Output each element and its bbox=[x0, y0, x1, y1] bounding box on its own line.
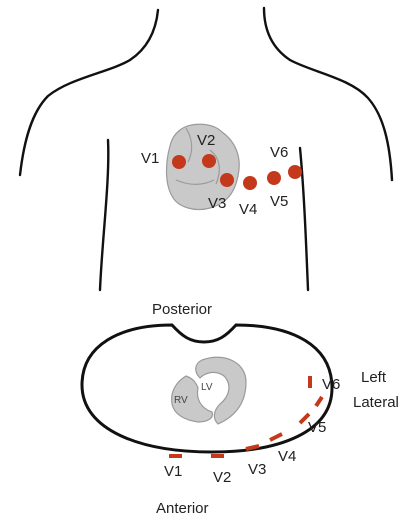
chest-label-v6: V6 bbox=[270, 144, 288, 161]
section-label-v2: V2 bbox=[213, 469, 231, 486]
chest-electrode-v3 bbox=[220, 173, 234, 187]
rv-label: RV bbox=[174, 395, 188, 406]
section-label-v5: V5 bbox=[308, 419, 326, 436]
section-electrode-v5b bbox=[316, 397, 322, 406]
left-lateral-label-line1: Left bbox=[361, 369, 387, 386]
chest-label-v3: V3 bbox=[208, 195, 226, 212]
chest-label-v1: V1 bbox=[141, 150, 159, 167]
cross-section: RV LV bbox=[82, 325, 332, 452]
lv-label: LV bbox=[201, 382, 213, 393]
chest-electrode-v2 bbox=[202, 154, 216, 168]
section-electrode-v4 bbox=[270, 434, 282, 440]
section-label-v6: V6 bbox=[322, 376, 340, 393]
posterior-label: Posterior bbox=[152, 301, 212, 318]
chest-label-v2: V2 bbox=[197, 132, 215, 149]
torso-arm-left bbox=[100, 140, 108, 290]
torso-neck-left bbox=[20, 10, 158, 175]
section-label-v4: V4 bbox=[278, 448, 296, 465]
section-label-v3: V3 bbox=[248, 461, 266, 478]
anterior-label: Anterior bbox=[156, 500, 209, 517]
chest-electrode-v1 bbox=[172, 155, 186, 169]
section-label-v1: V1 bbox=[164, 463, 182, 480]
chest-label-v5: V5 bbox=[270, 193, 288, 210]
chest-electrode-v5 bbox=[267, 171, 281, 185]
chest-electrode-v4 bbox=[243, 176, 257, 190]
left-lateral-label-line2: Lateral bbox=[353, 394, 399, 411]
chest-electrode-v6 bbox=[288, 165, 302, 179]
chest-label-v4: V4 bbox=[239, 201, 257, 218]
